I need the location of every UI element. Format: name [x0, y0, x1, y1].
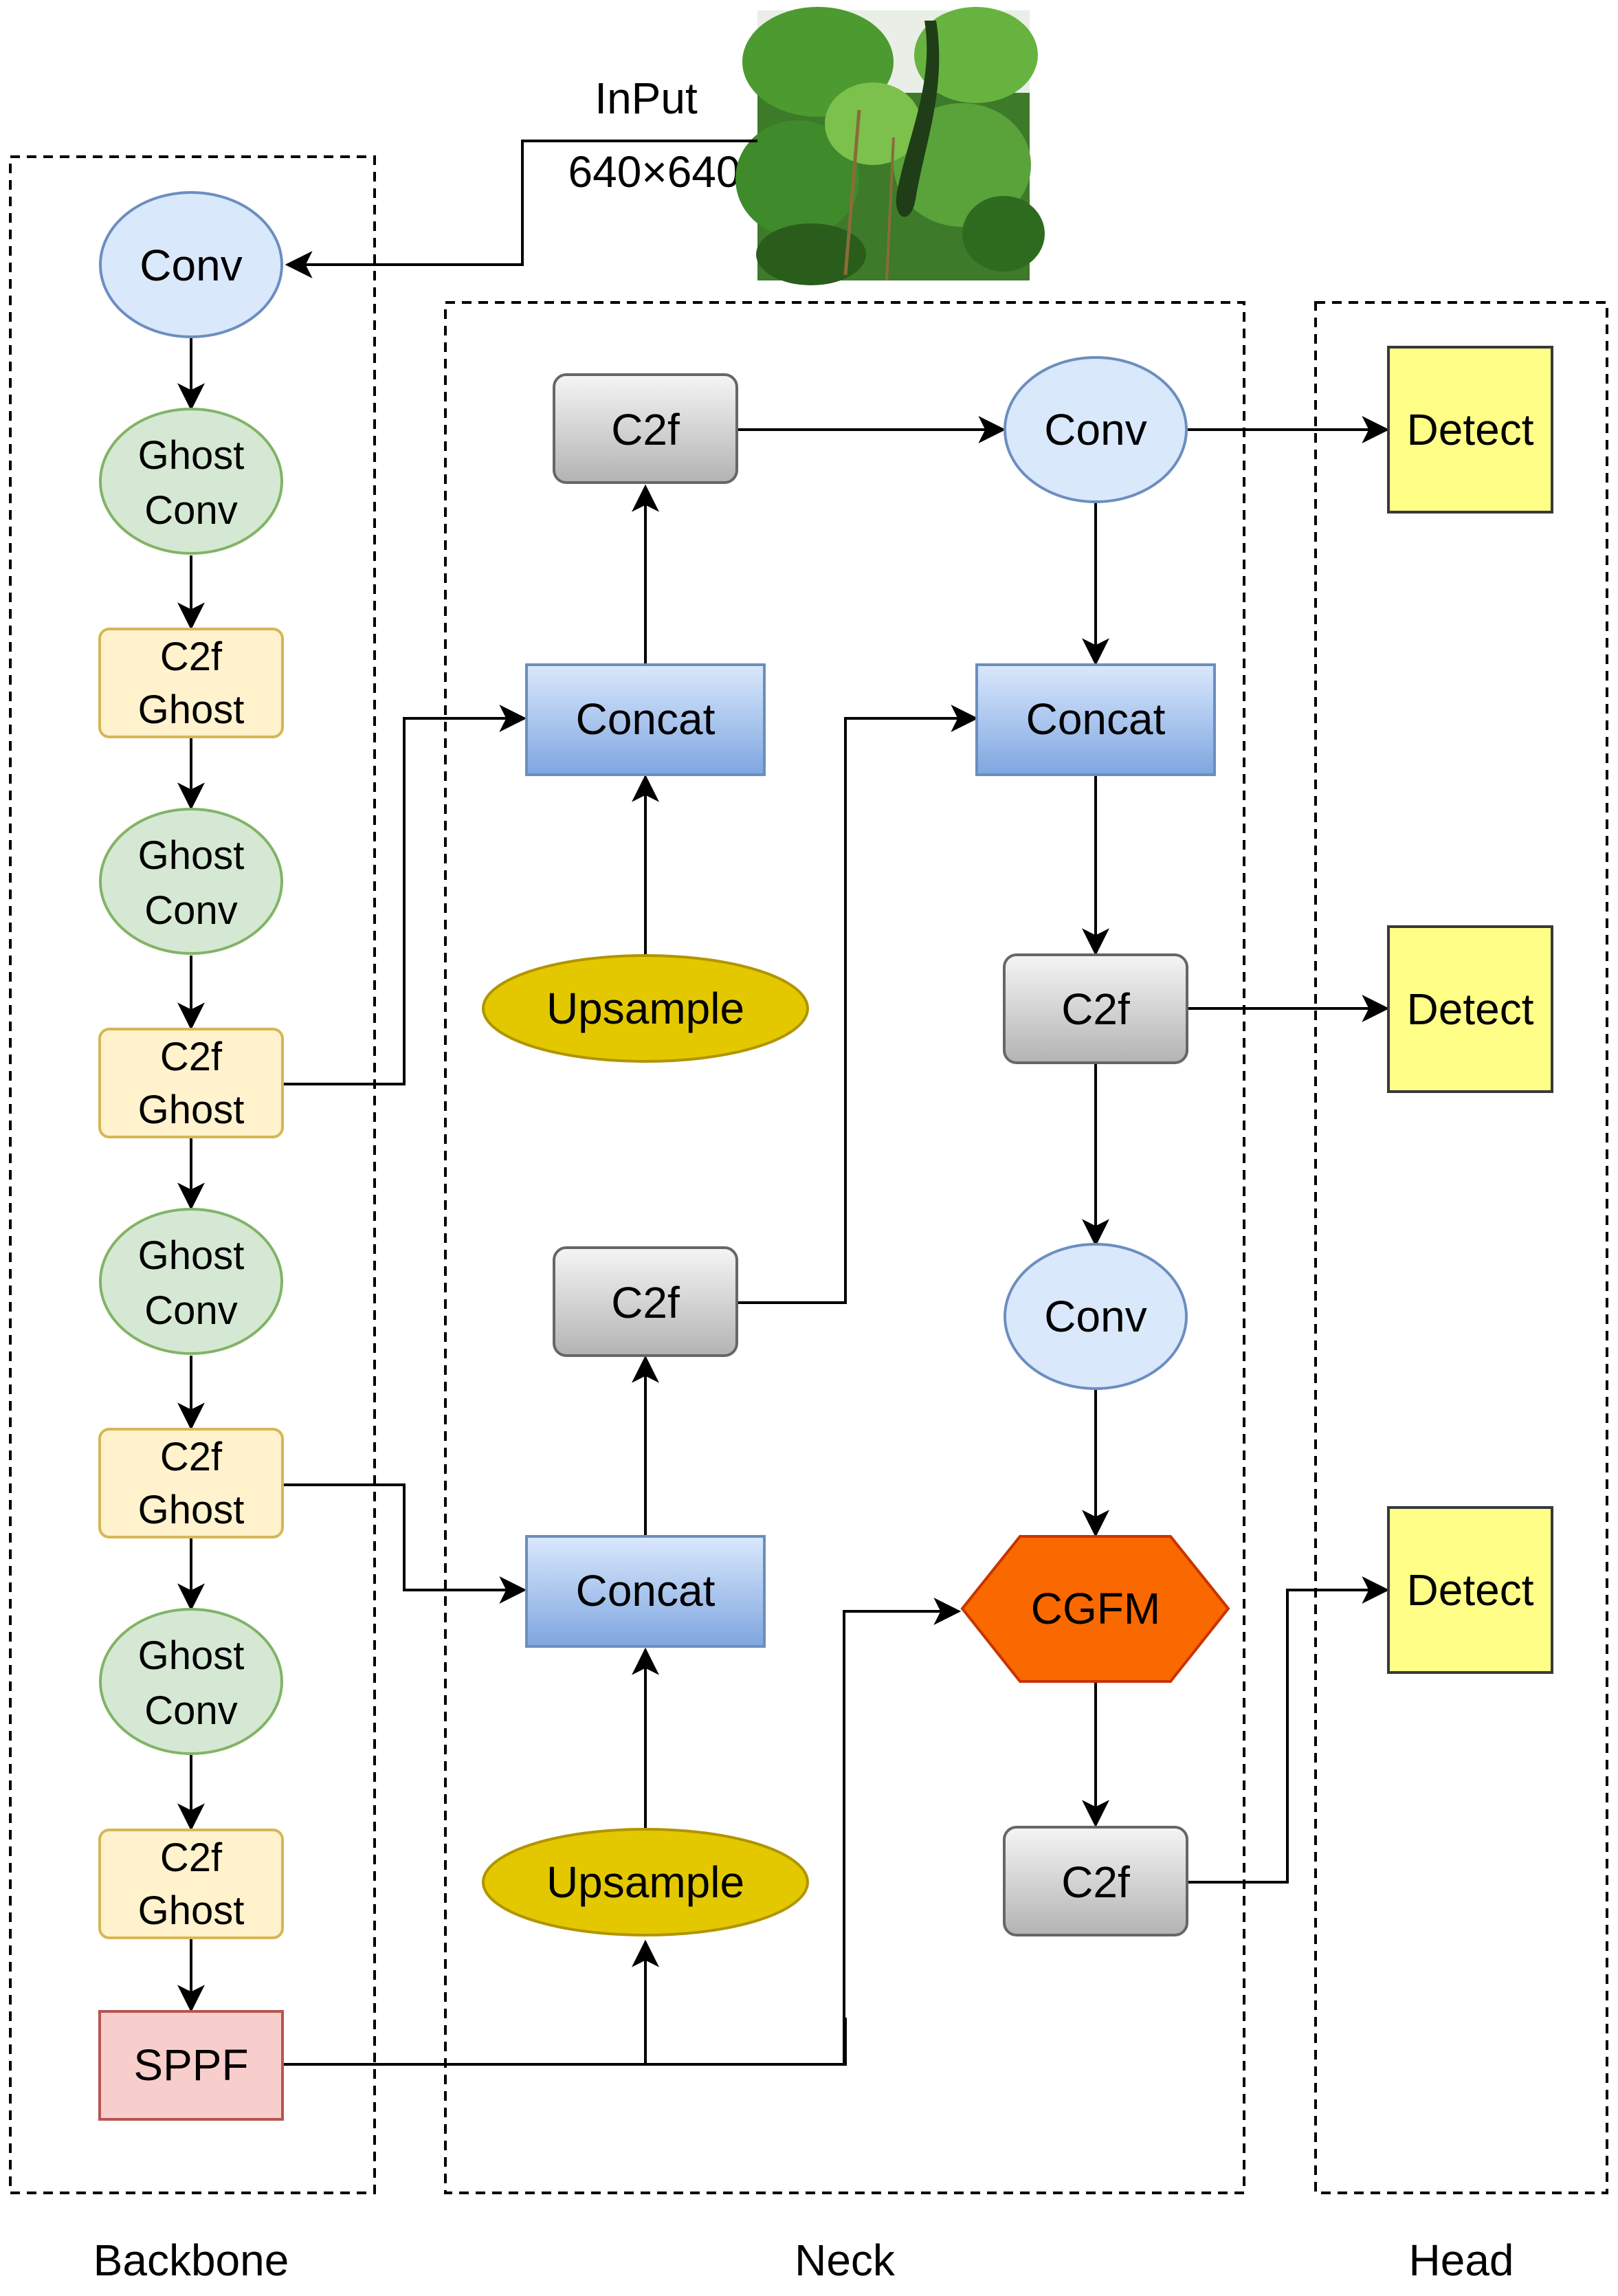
neck-c2f-mid-right-label: C2f — [1061, 984, 1130, 1034]
head-caption: Head — [1409, 2236, 1514, 2285]
neck-c2f-mid-right: C2f — [1003, 953, 1188, 1064]
input-image — [735, 7, 1045, 285]
ghost-conv-1-line1: Ghost — [138, 433, 245, 478]
neck-upsample-bottom: Upsample — [482, 1828, 809, 1936]
c2f-ghost-1-line1: C2f — [160, 634, 223, 679]
head-detect-3: Detect — [1387, 1506, 1553, 1674]
neck-c2f-mid-left: C2f — [553, 1246, 738, 1357]
head-detect-1: Detect — [1387, 346, 1553, 514]
ghost-conv-4-line1: Ghost — [138, 1633, 245, 1678]
backbone-c2f-ghost-3: C2f Ghost — [98, 1428, 284, 1538]
ghost-conv-2-line1: Ghost — [138, 833, 245, 878]
backbone-ghost-conv-3: Ghost Conv — [99, 1208, 283, 1355]
input-size-label: 640×640 — [568, 147, 741, 197]
neck-upsample-top: Upsample — [482, 954, 809, 1063]
ghost-conv-3-line1: Ghost — [138, 1233, 245, 1278]
head-detect-2-label: Detect — [1407, 984, 1534, 1034]
head-detect-1-label: Detect — [1407, 405, 1534, 454]
neck-conv-top-right: Conv — [1004, 356, 1188, 503]
neck-c2f-bottom-right: C2f — [1003, 1826, 1188, 1936]
neck-concat-bottom-left-label: Concat — [576, 1566, 716, 1615]
c2f-ghost-2-line2: Ghost — [138, 1088, 245, 1132]
c2f-ghost-2-line1: C2f — [160, 1035, 223, 1079]
neck-c2f-top-left: C2f — [553, 373, 738, 484]
head-detect-2: Detect — [1387, 925, 1553, 1093]
backbone-conv: Conv — [99, 191, 283, 338]
c2f-ghost-3-line2: Ghost — [138, 1488, 245, 1532]
neck-c2f-mid-left-label: C2f — [611, 1278, 680, 1327]
c2f-ghost-4-line1: C2f — [160, 1835, 223, 1880]
backbone-ghost-conv-4: Ghost Conv — [99, 1608, 283, 1755]
backbone-sppf: SPPF — [98, 2010, 284, 2121]
neck-upsample-top-label: Upsample — [546, 984, 744, 1033]
neck-upsample-bottom-label: Upsample — [546, 1857, 744, 1907]
neck-conv-mid-right-label: Conv — [1044, 1292, 1146, 1341]
backbone-caption: Backbone — [93, 2236, 289, 2285]
neck-c2f-top-left-label: C2f — [611, 405, 680, 454]
ghost-conv-1-line2: Conv — [144, 488, 237, 533]
c2f-ghost-4-line2: Ghost — [138, 1888, 245, 1933]
backbone-c2f-ghost-1: C2f Ghost — [98, 628, 284, 738]
backbone-ghost-conv-2: Ghost Conv — [99, 808, 283, 955]
edges — [177, 140, 1390, 2066]
backbone-c2f-ghost-2: C2f Ghost — [98, 1028, 284, 1138]
ghost-conv-3-line2: Conv — [144, 1288, 237, 1333]
c2f-ghost-3-line1: C2f — [160, 1435, 223, 1479]
neck-concat-bottom-left: Concat — [525, 1535, 766, 1648]
neck-conv-top-right-label: Conv — [1044, 405, 1146, 454]
neck-concat-top-left: Concat — [525, 663, 766, 776]
head-detect-3-label: Detect — [1407, 1565, 1534, 1615]
edge-input-conv — [285, 140, 757, 278]
sppf-label: SPPF — [133, 2040, 248, 2090]
neck-frame — [444, 301, 1245, 2194]
neck-conv-mid-right: Conv — [1004, 1243, 1188, 1390]
neck-c2f-bottom-right-label: C2f — [1061, 1857, 1130, 1907]
input-label: InPut — [595, 74, 698, 123]
neck-concat-top-right: Concat — [975, 663, 1216, 776]
c2f-ghost-1-line2: Ghost — [138, 687, 245, 732]
neck-concat-top-left-label: Concat — [576, 694, 716, 744]
ghost-conv-4-line2: Conv — [144, 1688, 237, 1733]
backbone-c2f-ghost-4: C2f Ghost — [98, 1829, 284, 1939]
neck-cgfm: CGFM — [960, 1535, 1230, 1683]
ghost-conv-2-line2: Conv — [144, 888, 237, 933]
backbone-ghost-conv-1: Ghost Conv — [99, 408, 283, 555]
neck-caption: Neck — [795, 2236, 896, 2285]
backbone-conv-label: Conv — [140, 241, 242, 290]
neck-concat-top-right-label: Concat — [1026, 694, 1166, 744]
neck-cgfm-label: CGFM — [1031, 1584, 1160, 1633]
head-frame — [1314, 301, 1608, 2194]
backbone-frame — [9, 155, 376, 2194]
